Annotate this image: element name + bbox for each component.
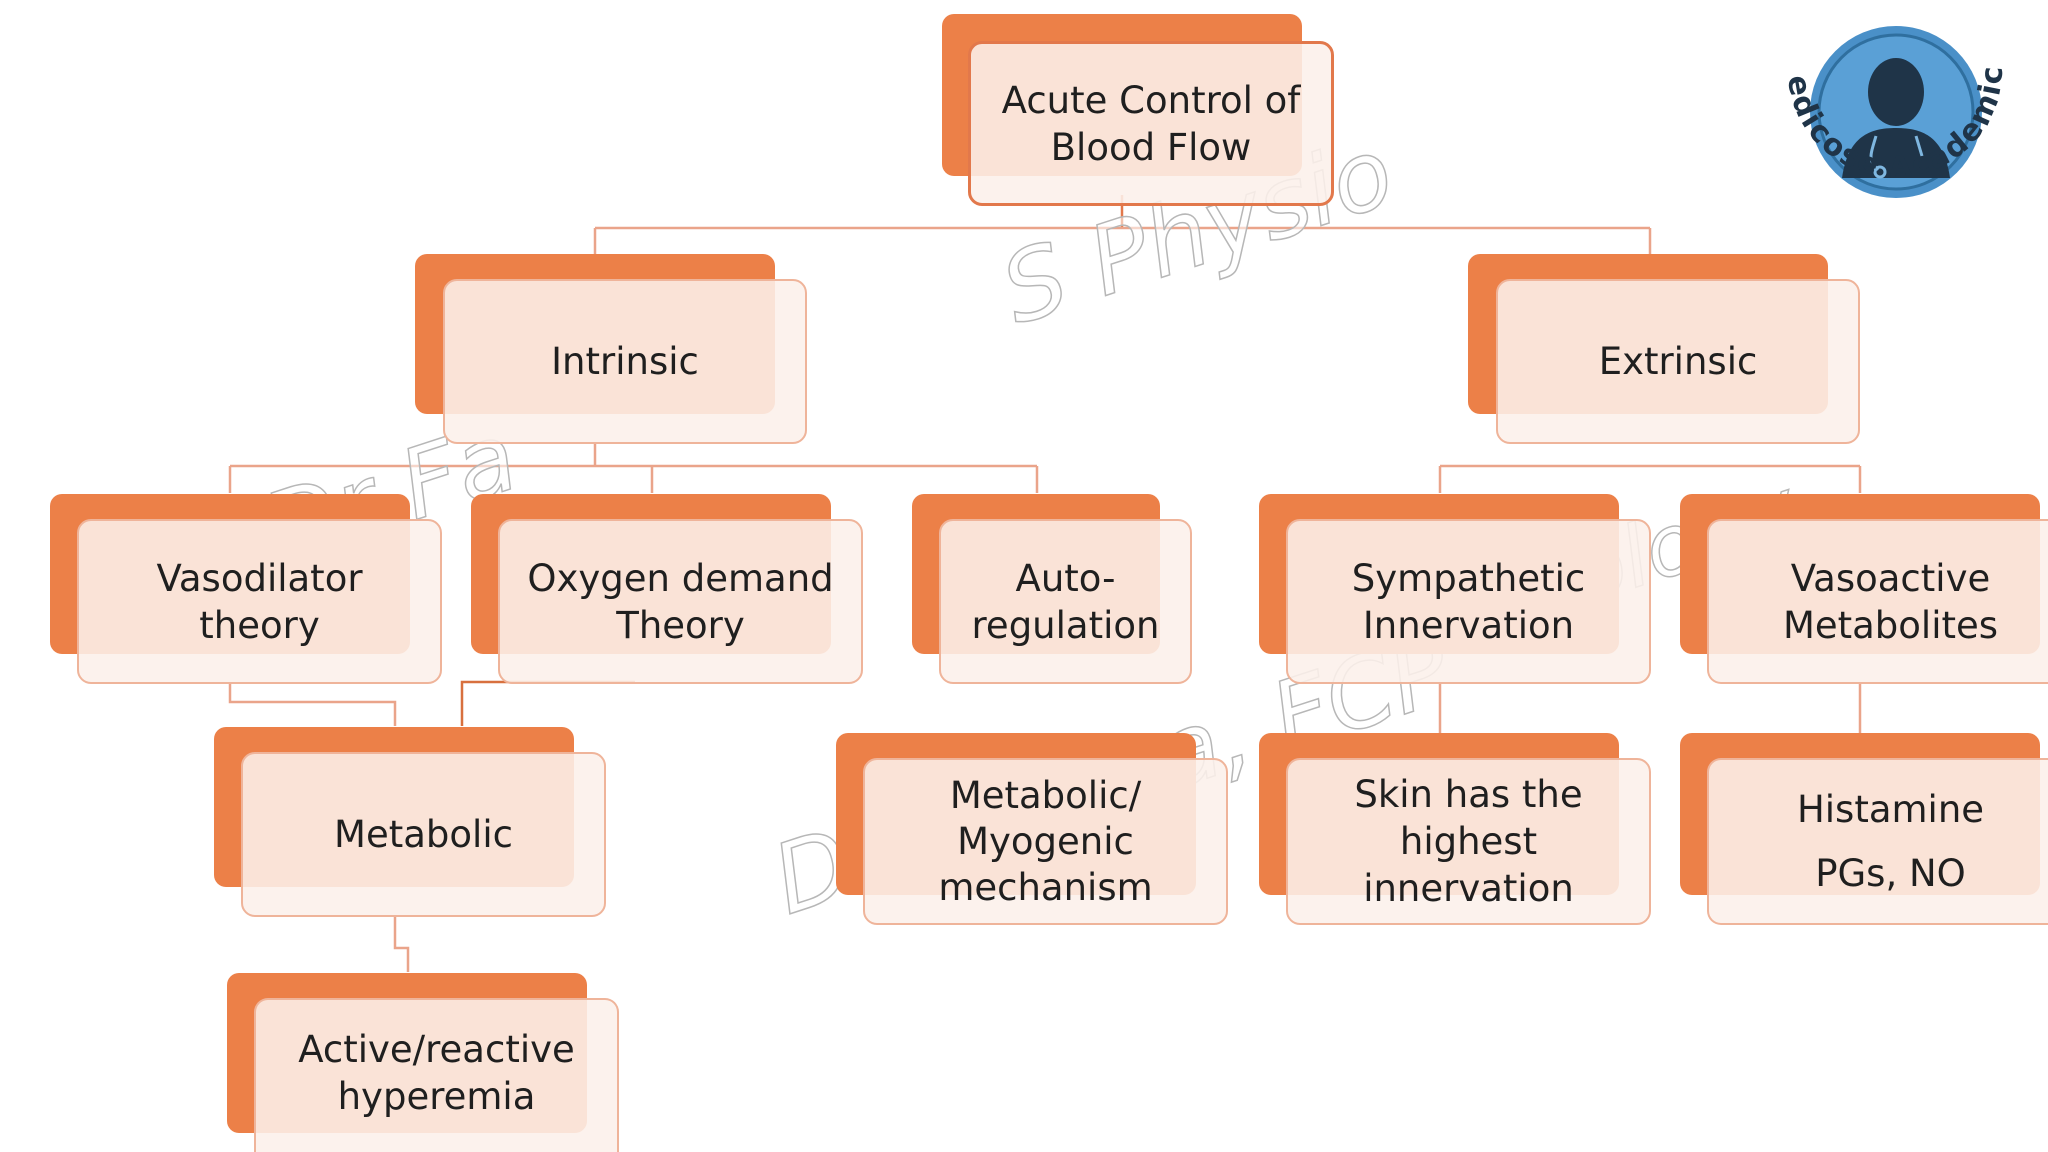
node-label-intrinsic: Intrinsic [551,340,699,383]
node-box: Histamine PGs, NO [1707,758,2048,925]
node-autoregulation: Auto- regulation [912,494,1192,684]
medicose-academics-logo: Medicose Academics [1770,10,2008,198]
node-box: Auto- regulation [939,519,1192,684]
node-box: Acute Control of Blood Flow [968,41,1334,206]
node-label-metabolic-myogenic-mechanism: Metabolic/ Myogenic mechanism [938,773,1153,909]
node-label-oxygen-demand-theory: Oxygen demand Theory [527,556,834,647]
node-label-active-reactive-hyperemia: Active/reactive hyperemia [298,1028,575,1118]
node-label-histamine-pgs-no: Histamine PGs, NO [1796,787,1985,895]
node-skin-highest-innervation: Skin has the highest innervation [1259,733,1651,925]
node-label-skin-highest-innervation: Skin has the highest innervation [1354,773,1583,910]
node-metabolic-myogenic-mechanism: Metabolic/ Myogenic mechanism [836,733,1228,925]
node-sympathetic-innervation: Sympathetic Innervation [1259,494,1651,684]
node-box: Vasodilator theory [77,519,442,684]
node-box: Active/reactive hyperemia [254,998,619,1152]
node-label-autoregulation: Auto- regulation [971,556,1160,647]
node-box: Intrinsic [443,279,807,444]
node-label-extrinsic: Extrinsic [1598,340,1758,383]
node-box: Sympathetic Innervation [1286,519,1651,684]
doctor-silhouette-icon [1842,58,1950,179]
node-intrinsic: Intrinsic [415,254,807,444]
node-box: Vasoactive Metabolites [1707,519,2048,684]
connector-oxygen-to-metabolic [460,680,635,726]
node-box: Extrinsic [1496,279,1860,444]
node-box: Skin has the highest innervation [1286,758,1651,925]
node-label-metabolic: Metabolic [334,813,513,856]
connector-metabolic-to-hyperemia [393,917,410,972]
node-histamine-pgs-no: Histamine PGs, NO [1680,733,2048,925]
node-label-acute-control: Acute Control of Blood Flow [1001,78,1301,169]
node-box: Oxygen demand Theory [498,519,863,684]
connector-vasodilator-to-metabolic [228,683,397,726]
node-label-vasoactive-metabolites: Vasoactive Metabolites [1782,556,1999,647]
node-label-vasodilator-theory: Vasodilator theory [156,556,363,647]
node-box: Metabolic/ Myogenic mechanism [863,758,1228,925]
node-acute-control: Acute Control of Blood Flow [942,14,1334,206]
node-active-reactive-hyperemia: Active/reactive hyperemia [227,973,619,1152]
node-oxygen-demand-theory: Oxygen demand Theory [471,494,863,684]
node-label-sympathetic-innervation: Sympathetic Innervation [1351,556,1586,647]
node-vasodilator-theory: Vasodilator theory [50,494,442,684]
node-metabolic: Metabolic [214,727,606,917]
node-box: Metabolic [241,752,606,917]
node-vasoactive-metabolites: Vasoactive Metabolites [1680,494,2048,684]
node-extrinsic: Extrinsic [1468,254,1860,444]
